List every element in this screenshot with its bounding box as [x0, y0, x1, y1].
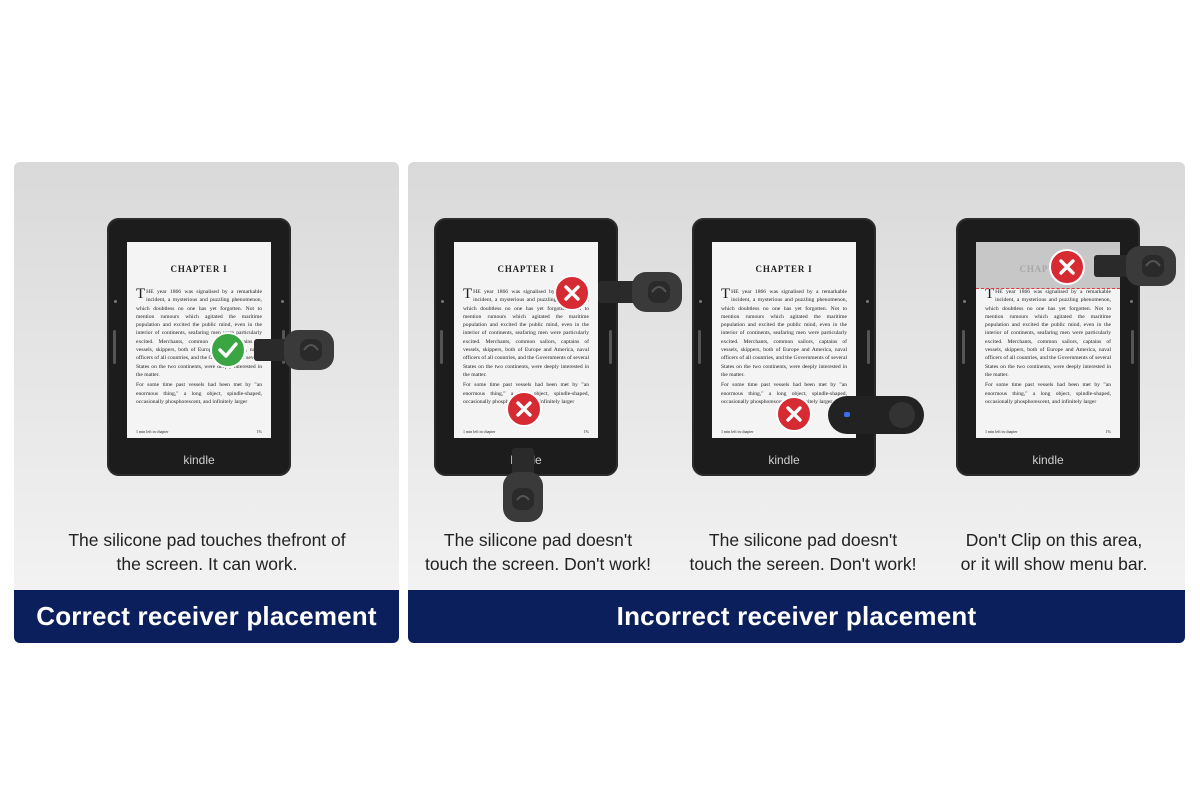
chapter-heading: CHAPTER I: [755, 264, 813, 274]
receiver-clip-icon: [1094, 246, 1176, 286]
kindle-device: CHAPTER I THE year 1866 was signalised b…: [956, 218, 1140, 476]
incorrect-caption: The silicone pad doesn't touch the seree…: [689, 530, 917, 574]
receiver-clip-icon: [254, 330, 334, 370]
incorrect-caption: Don't Clip on this area, or it will show…: [960, 530, 1148, 574]
cross-icon: [1049, 249, 1085, 285]
correct-caption: The silicone pad touches thefront of the…: [68, 530, 346, 574]
cross-icon: [776, 396, 812, 432]
receiver-clip-icon: [503, 448, 543, 522]
chapter-heading: CHAPTER I: [170, 264, 228, 274]
chapter-heading: CHAPTER I: [497, 264, 555, 274]
correct-banner: Correct receiver placement: [14, 590, 399, 643]
kindle-logo: kindle: [1032, 453, 1064, 467]
receiver-icon: [828, 396, 924, 434]
kindle-logo: kindle: [183, 453, 215, 467]
kindle-logo: kindle: [768, 453, 800, 467]
cross-icon: [554, 275, 590, 311]
incorrect-caption: The silicone pad doesn't touch the scree…: [424, 530, 652, 574]
kindle-screen: CHAPTER I THE year 1866 was signalised b…: [976, 242, 1120, 438]
cross-icon: [506, 391, 542, 427]
receiver-clip-icon: [598, 272, 682, 312]
check-icon: [210, 332, 246, 368]
incorrect-banner: Incorrect receiver placement: [408, 590, 1185, 643]
